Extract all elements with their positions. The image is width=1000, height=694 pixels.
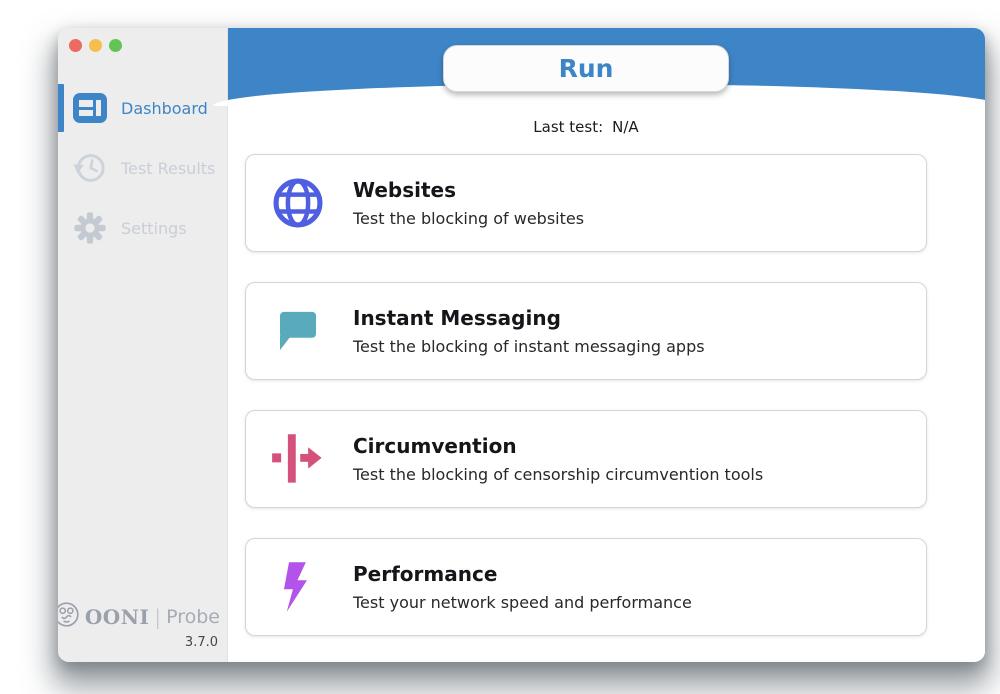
close-window-button[interactable] [69,39,82,52]
sidebar-item-label: Test Results [121,158,216,178]
card-description: Test the blocking of instant messaging a… [353,337,705,356]
card-title: Performance [353,562,498,586]
globe-icon [270,175,326,231]
gear-icon [72,210,108,246]
minimize-window-button[interactable] [89,39,102,52]
card-instant-messaging[interactable]: Instant Messaging Test the blocking of i… [245,282,927,380]
dashboard-icon [72,90,108,126]
card-circumvention[interactable]: Circumvention Test the blocking of censo… [245,410,927,508]
logo-brand-text: OONI [84,604,150,629]
sidebar-item-settings[interactable]: Settings [58,198,227,258]
card-text: Websites Test the blocking of websites [353,178,584,228]
lightning-bolt-icon [270,559,326,615]
sidebar-item-label: Settings [121,218,187,238]
card-text: Performance Test your network speed and … [353,562,692,612]
card-description: Test the blocking of websites [353,209,585,228]
card-description: Test the blocking of censorship circumve… [353,465,764,484]
active-indicator [58,84,64,132]
last-test-value: N/A [612,118,639,136]
sidebar-item-test-results[interactable]: Test Results [58,138,227,198]
last-test-label: Last test: [533,118,604,136]
chat-bubble-icon [270,303,326,359]
history-icon [72,150,108,186]
card-websites[interactable]: Websites Test the blocking of websites [245,154,927,252]
card-performance[interactable]: Performance Test your network speed and … [245,538,927,636]
logo-product-text: Probe [166,605,220,628]
circumvention-arrow-icon [270,431,326,487]
card-title: Instant Messaging [353,306,561,330]
main-content: Run Last test: N/A [212,28,985,662]
sidebar-footer: OONI | Probe 3.7.0 [58,601,227,662]
ooni-probe-logo: OONI | Probe [58,601,220,632]
run-button[interactable]: Run [443,45,729,92]
card-title: Circumvention [353,434,517,458]
zoom-window-button[interactable] [109,39,122,52]
dashboard-main: Last test: N/A Websites [228,118,985,636]
card-title: Websites [353,178,457,202]
sidebar-item-dashboard[interactable]: Dashboard [58,78,227,138]
sidebar-item-label: Dashboard [121,98,208,118]
sidebar-nav: Dashboard Test Results [58,78,227,258]
last-test-status: Last test: N/A [245,118,927,136]
logo-separator: | [154,604,162,629]
card-text: Instant Messaging Test the blocking of i… [353,306,705,356]
card-text: Circumvention Test the blocking of censo… [353,434,763,484]
card-description: Test your network speed and performance [353,593,692,612]
sidebar: Dashboard Test Results [58,28,228,662]
ooni-emblem-icon [58,601,80,632]
app-version: 3.7.0 [184,635,218,650]
test-cards: Websites Test the blocking of websites I… [245,154,927,636]
window-controls [58,28,227,52]
app-window: Dashboard Test Results [58,28,985,662]
